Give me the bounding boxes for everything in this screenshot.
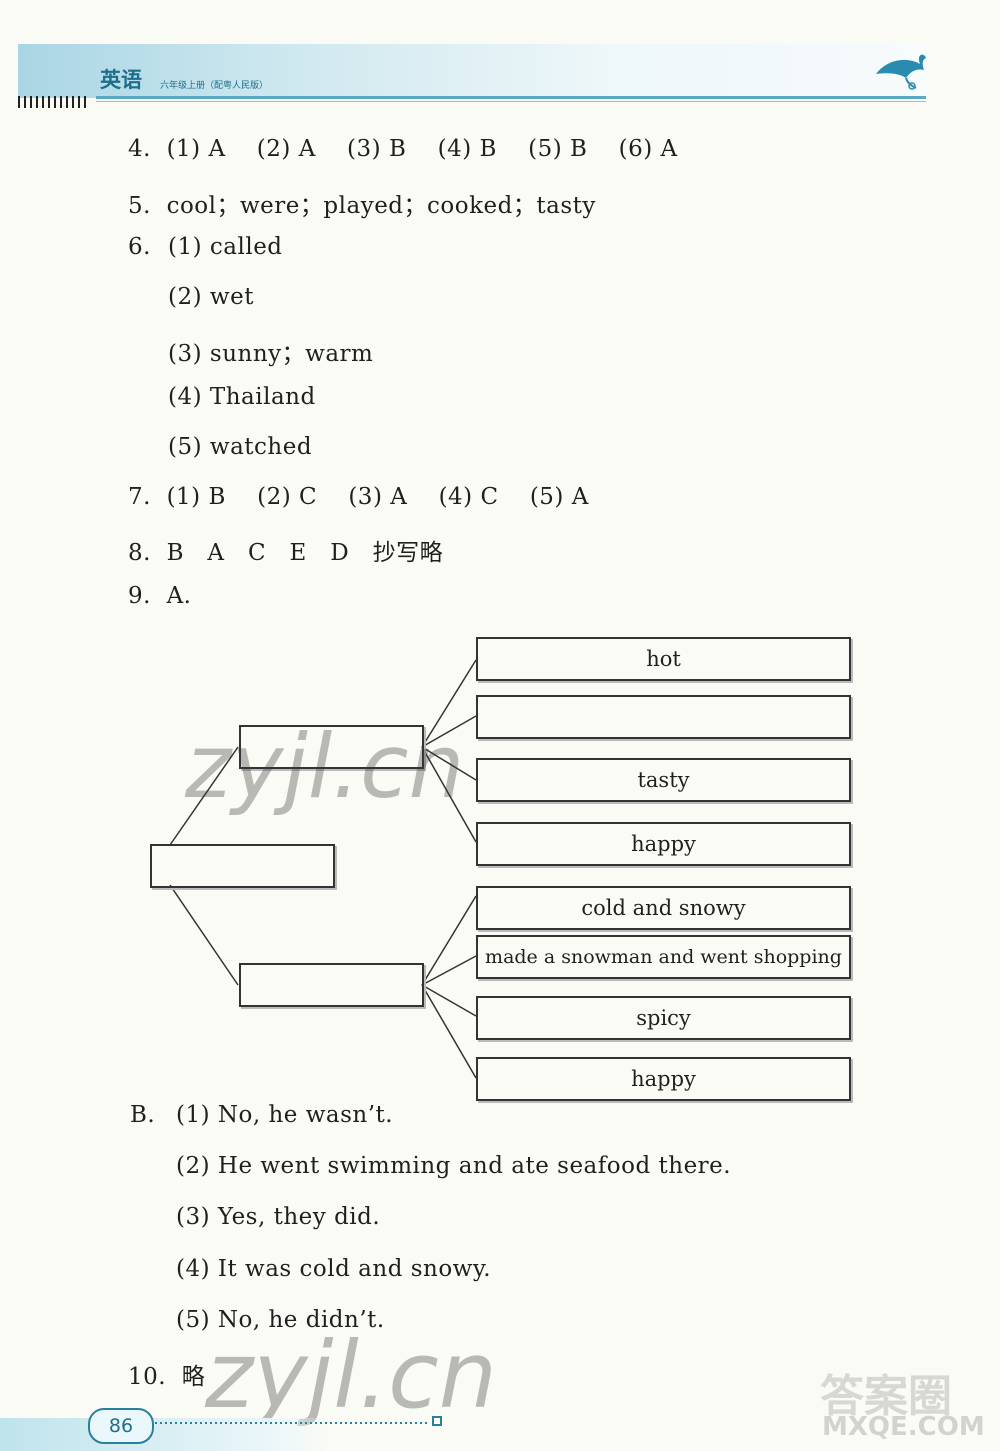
- answer-q10: 10. 略: [128, 1364, 206, 1390]
- answer-q9b-5: (5) No, he didn’t.: [176, 1307, 385, 1333]
- subject-subtitle: 六年级上册（配粤人民版）: [160, 81, 269, 91]
- diagram-bottom-box: [239, 963, 424, 1007]
- diagram-bottom-item-1: cold and snowy: [476, 886, 851, 930]
- answer-q6-2: (2) wet: [168, 284, 254, 310]
- page-number: 86: [88, 1408, 154, 1444]
- answer-q9b-label: B.: [130, 1102, 156, 1128]
- answer-q9b-4: (4) It was cold and snowy.: [176, 1256, 492, 1282]
- subject-title: 英语: [100, 68, 142, 92]
- answer-q8: 8. B A C E D 抄写略: [128, 540, 444, 566]
- diagram-bottom-item-2: made a snowman and went shopping: [476, 935, 851, 979]
- answer-q9b-2: (2) He went swimming and ate seafood the…: [176, 1153, 732, 1179]
- header-ticks: [18, 96, 90, 108]
- diagram-top-item-4: happy: [476, 822, 851, 866]
- diagram-top-item-2: [476, 695, 851, 739]
- diagram-root-box: [150, 844, 335, 888]
- diagram-top-item-1: hot: [476, 637, 851, 681]
- answer-q6-label: 6.: [128, 234, 151, 260]
- diagram-bottom-item-3: spicy: [476, 996, 851, 1040]
- answer-q6-3: (3) sunny；warm: [168, 341, 374, 367]
- answer-q6-5: (5) watched: [168, 434, 313, 460]
- answer-q6-1: (1) called: [168, 234, 283, 260]
- dolphin-icon: [876, 54, 926, 90]
- answer-q9: 9. A.: [128, 583, 192, 609]
- footer-dotted-rule: [155, 1422, 430, 1424]
- answer-q5: 5. cool；were；played；cooked；tasty: [128, 193, 596, 219]
- header-band: [18, 44, 928, 98]
- answer-q7: 7. (1) B (2) C (3) A (4) C (5) A: [128, 484, 589, 510]
- diagram-top-item-3: tasty: [476, 758, 851, 802]
- header-rule: [96, 96, 926, 99]
- answer-q6-4: (4) Thailand: [168, 384, 316, 410]
- answer-q4: 4. (1) A (2) A (3) B (4) B (5) B (6) A: [128, 136, 678, 162]
- diagram-top-box: [239, 725, 424, 769]
- answer-q9b-1: (1) No, he wasn’t.: [176, 1102, 394, 1128]
- footer-square-icon: [432, 1416, 442, 1426]
- answer-q9b-3: (3) Yes, they did.: [176, 1204, 381, 1230]
- header-rule-thin: [96, 101, 926, 102]
- diagram-bottom-item-4: happy: [476, 1057, 851, 1101]
